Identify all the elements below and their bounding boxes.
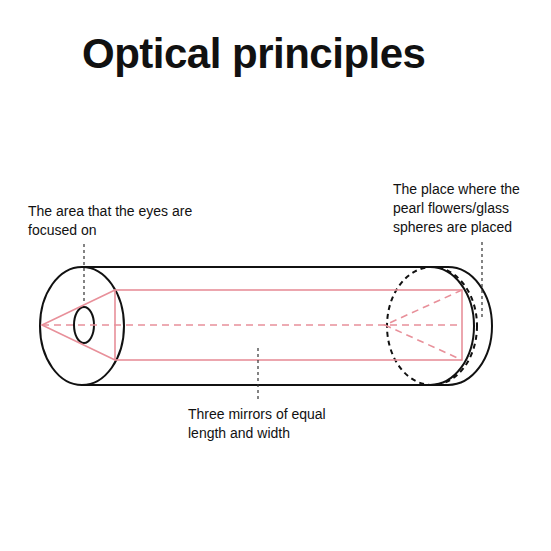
leader-line <box>83 244 84 304</box>
object-chamber <box>387 267 477 385</box>
leader-line <box>481 242 482 318</box>
tube-outline <box>82 384 448 386</box>
callout-label: Three mirrors of equal length and width <box>188 405 358 443</box>
end-cap <box>430 267 474 385</box>
eyepiece-end <box>40 267 124 385</box>
callout-label: The place where the pearl flowers/glass … <box>393 180 545 237</box>
tube-outline <box>82 266 448 268</box>
leader-line <box>257 348 258 400</box>
callout-label: The area that the eyes are focused on <box>28 202 198 240</box>
mirror-ray <box>385 290 462 360</box>
end-cap <box>448 267 492 385</box>
mirror-axis <box>42 324 462 326</box>
title: Optical principles <box>82 30 425 78</box>
